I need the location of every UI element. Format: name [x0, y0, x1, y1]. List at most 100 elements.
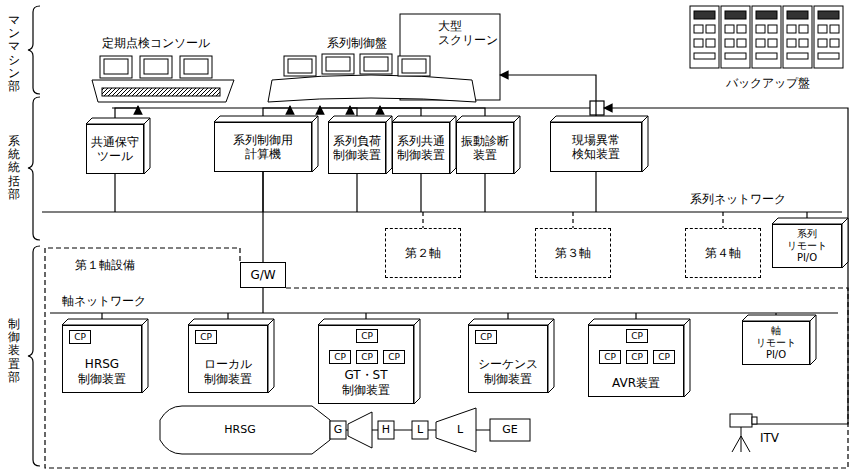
device-box: ローカル 制御装置 CP — [188, 325, 268, 393]
node-text: 第１軸設備 — [75, 258, 135, 272]
cp-label: CP — [604, 353, 616, 362]
node-text: AVR装置 — [612, 376, 660, 390]
node-text: 大型 スクリーン — [438, 19, 498, 48]
device-box: HRSG 制御装置CP — [62, 325, 142, 393]
device-box: 系列 リモート PI/O — [772, 224, 842, 268]
node-text: 系列制御盤 — [327, 36, 387, 50]
cp-box: CP — [329, 350, 351, 364]
region-outline-path — [45, 248, 848, 468]
cp-label: CP — [631, 332, 643, 341]
box-side-face — [144, 118, 150, 174]
section-bracket — [28, 6, 40, 466]
node-text: シーケンス 制御装置 — [478, 357, 538, 386]
network-tap — [484, 174, 485, 212]
cp-box: CP — [383, 350, 405, 364]
label-text: L — [417, 423, 423, 436]
section-label: マンマシン部 — [8, 14, 20, 93]
box-side-face — [268, 319, 274, 393]
label-text: 系列ネットワーク — [690, 192, 786, 206]
node-text: 定期点検コンソール — [102, 36, 210, 50]
axis-box: 第３軸 — [535, 228, 611, 278]
network-tap — [420, 174, 421, 212]
node-text: 系列共通 制御装置 — [397, 134, 445, 163]
cp-box: CP — [599, 350, 621, 364]
cp-label: CP — [631, 353, 643, 362]
node-text: 第３軸 — [555, 246, 591, 260]
network-tap — [262, 288, 263, 313]
section-label: 系統統括部 — [8, 135, 20, 201]
device-box: GT・ST 制御装置 CP CP CP CP — [318, 325, 414, 404]
network-tap — [595, 172, 596, 212]
cp-label: CP — [388, 353, 400, 362]
cp-label: CP — [480, 333, 492, 342]
label-text: ITV — [760, 431, 779, 445]
label-text: G — [334, 423, 343, 436]
cp-box: CP — [626, 350, 648, 364]
node-text: 系列 リモート PI/O — [787, 228, 827, 264]
control-board-illustration — [268, 14, 500, 102]
console-illustration — [92, 56, 234, 102]
node-text: 軸 リモート PI/O — [756, 325, 796, 361]
device-box: 共通保守 ツール — [86, 124, 144, 174]
plant-illustration — [160, 406, 757, 454]
gateway-box: G/W — [240, 262, 286, 288]
device-box: 系列共通 制御装置 — [392, 122, 450, 174]
node-text: 系列負荷 制御装置 — [333, 134, 381, 163]
box-side-face — [642, 116, 648, 172]
node-text: 第２軸 — [405, 246, 441, 260]
device-box: 現場異常 検知装置 — [550, 122, 642, 172]
node-text: 系列制御用 計算機 — [233, 133, 293, 162]
region-outline — [45, 248, 848, 468]
backup-panel-illustration — [690, 6, 843, 68]
box-side-face — [312, 116, 318, 172]
box-side-face — [142, 319, 148, 393]
box-side-face — [684, 319, 690, 397]
node-text: GT・ST 制御装置 — [342, 368, 390, 397]
cp-box: CP — [626, 329, 648, 343]
cp-label: CP — [361, 353, 373, 362]
cp-box: CP — [653, 350, 675, 364]
connector — [262, 172, 263, 262]
cp-box: CP — [69, 330, 91, 344]
node-text: 共通保守 ツール — [91, 135, 139, 164]
panel-node: バックアップ盤 — [688, 4, 848, 90]
node-text: 現場異常 検知装置 — [572, 133, 620, 162]
panel-node: 系列制御盤 — [265, 34, 400, 106]
label-text: L — [457, 423, 463, 436]
device-box: シーケンス 制御装置 CP — [468, 325, 548, 393]
cp-label: CP — [658, 353, 670, 362]
cp-box: CP — [356, 350, 378, 364]
device-box: 系列負荷 制御装置 — [328, 122, 386, 174]
cp-label: CP — [334, 353, 346, 362]
section-label: 制御装置部 — [8, 318, 20, 384]
node-text: 第４軸 — [705, 246, 741, 260]
box-side-face — [414, 319, 420, 404]
cp-box: CP — [356, 329, 378, 343]
device-box: AVR装置 CP CP CP CP — [588, 325, 684, 397]
network-tap — [356, 174, 357, 212]
box-side-face — [514, 116, 520, 174]
panel-node: 大型 スクリーン — [400, 14, 500, 100]
network-tap — [114, 174, 115, 212]
label-text: GE — [502, 423, 517, 436]
device-box: 軸 リモート PI/O — [742, 321, 810, 365]
box-side-face — [548, 319, 554, 393]
axis-box: 第２軸 — [385, 228, 461, 278]
region-boundary: 第１軸設備 HRSG 制御装置CP ローカル 制御装置 CP GT・ST 制御装置 CP C… — [45, 248, 848, 468]
cp-box: CP — [475, 330, 497, 344]
device-box: 振動診断 装置 — [456, 122, 514, 174]
label-text: HRSG — [224, 423, 255, 436]
label-text: 軸ネットワーク — [62, 294, 146, 308]
node-text: ローカル 制御装置 — [204, 357, 252, 386]
box-side-face — [810, 315, 816, 365]
node-text: バックアップ盤 — [726, 76, 810, 90]
cp-box: CP — [195, 330, 217, 344]
panel-node: 定期点検コンソール — [88, 34, 238, 106]
connector-layer — [62, 75, 848, 404]
label-text: H — [382, 423, 390, 436]
node-text: 振動診断 装置 — [461, 134, 509, 163]
connector — [500, 75, 596, 122]
cp-label: CP — [74, 333, 86, 342]
device-box: 系列制御用 計算機 — [214, 122, 312, 172]
